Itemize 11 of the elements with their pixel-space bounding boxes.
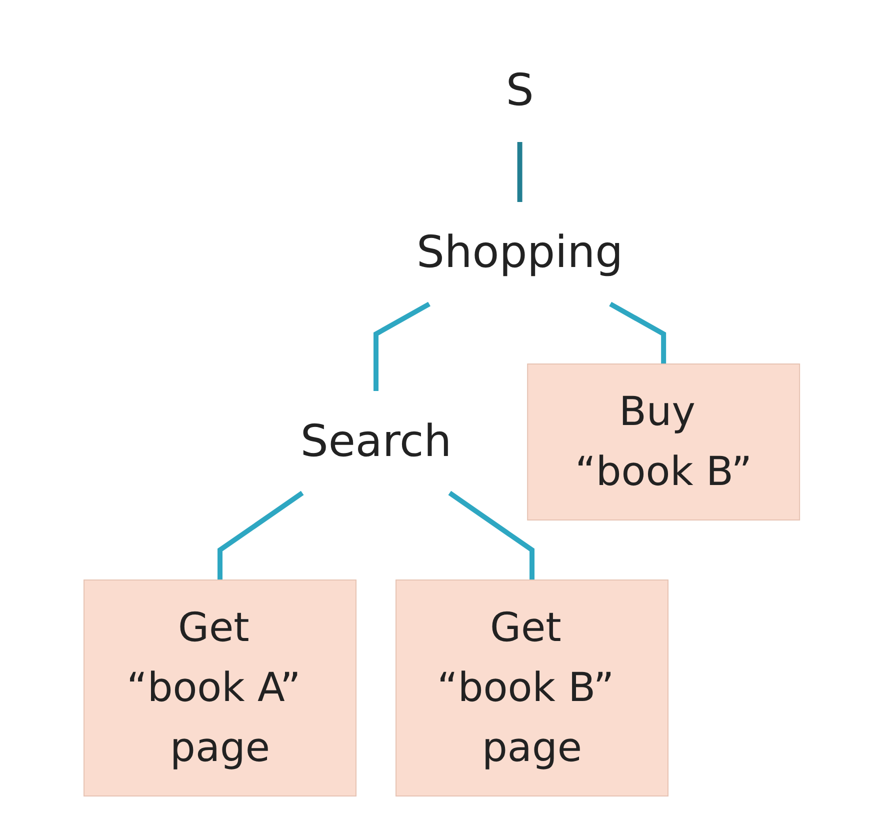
connector: [517, 142, 522, 202]
node-box: Buy “book B”: [526, 364, 800, 520]
node-box: Get “book A” page: [83, 580, 356, 796]
connector: [373, 302, 430, 391]
connector: [448, 490, 534, 580]
node-text: Shopping: [416, 226, 623, 278]
node-box: Get “book B” page: [395, 580, 668, 796]
connector: [217, 490, 304, 580]
node-text: Search: [300, 416, 452, 467]
connector: [608, 302, 666, 364]
node-text: S: [506, 65, 534, 116]
